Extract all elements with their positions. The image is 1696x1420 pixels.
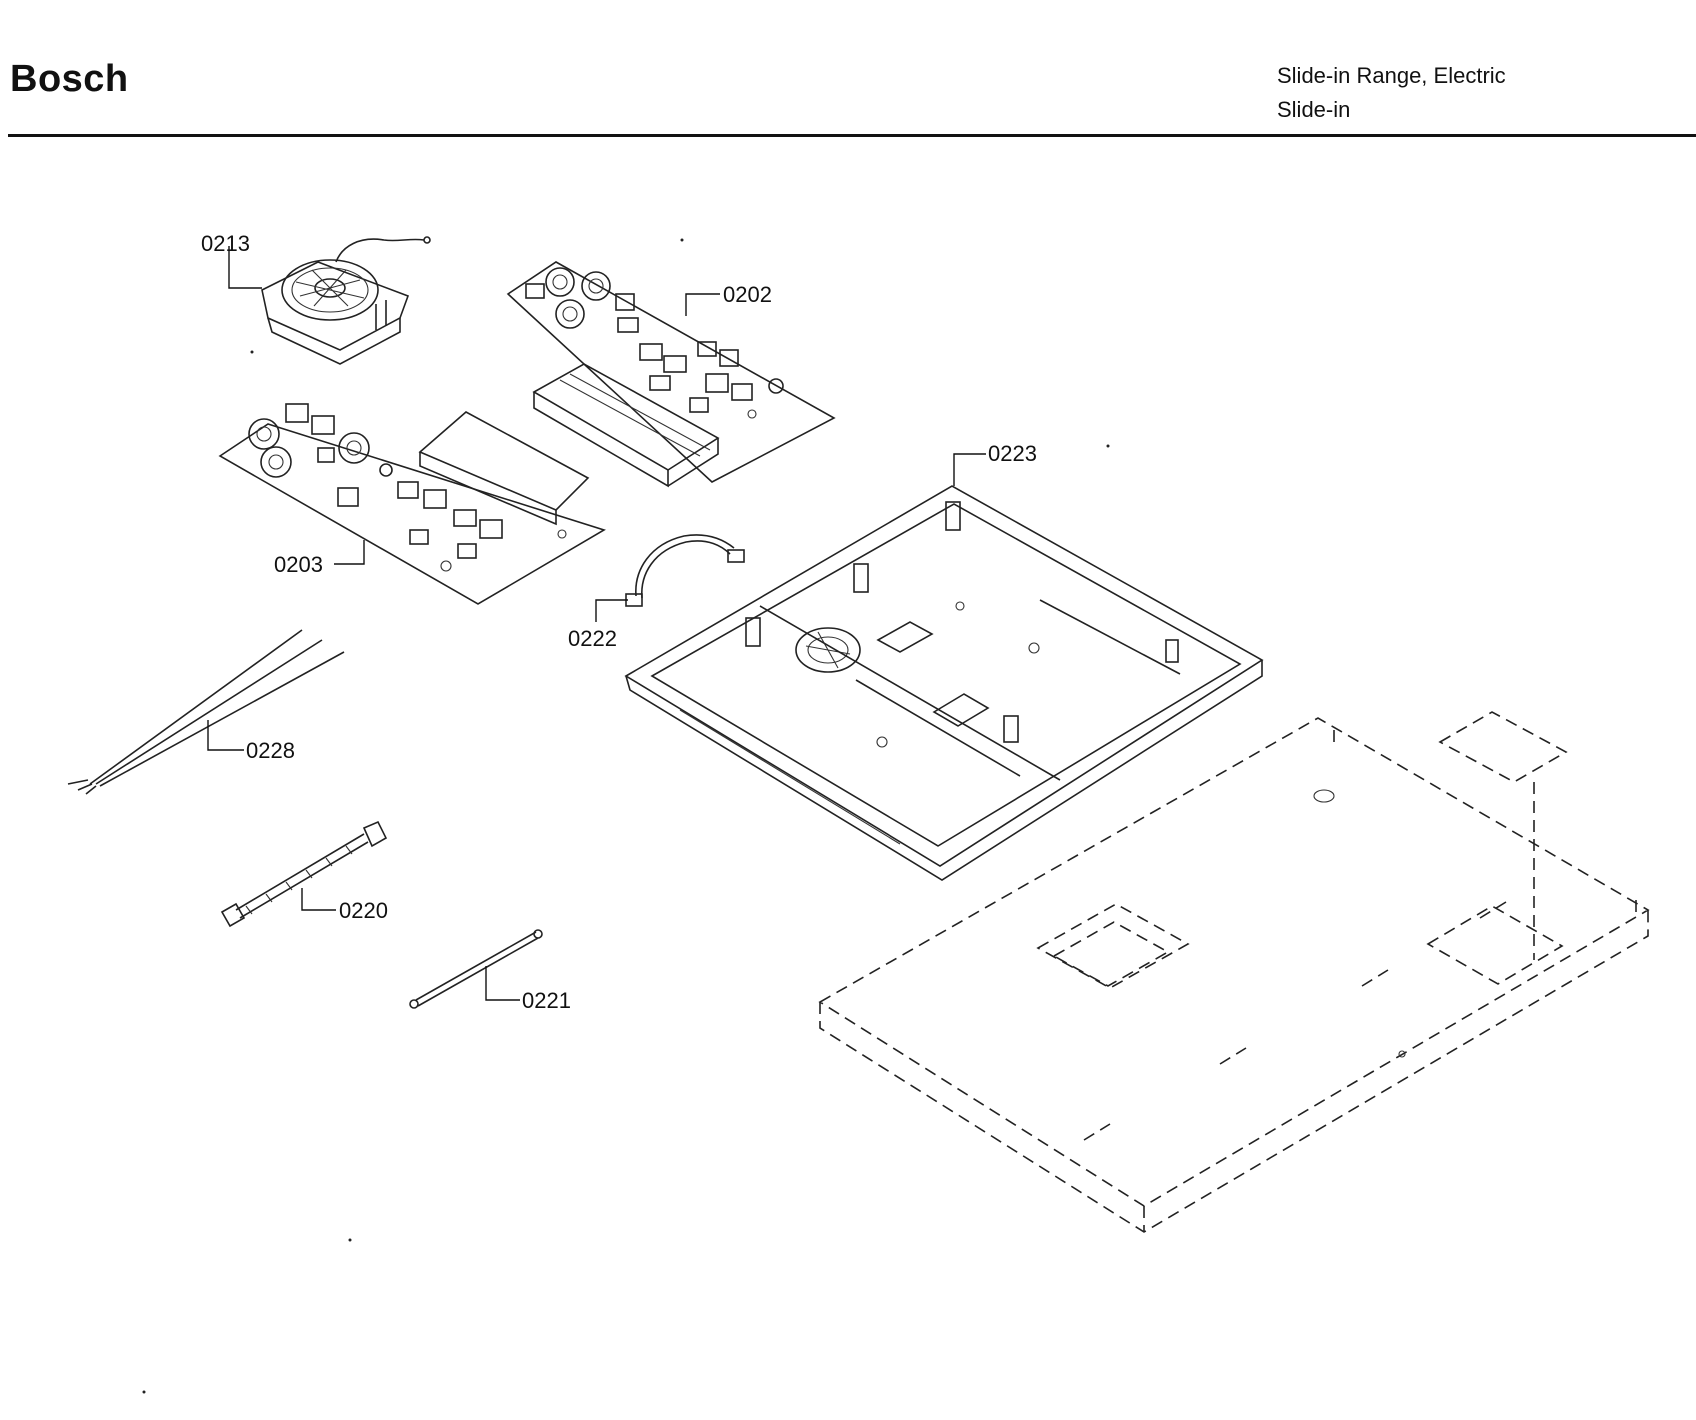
speck — [680, 238, 684, 242]
part-ribbon-cable[interactable] — [220, 820, 388, 928]
leader-0222 — [595, 599, 628, 622]
leader-0213 — [228, 246, 262, 289]
part-fan[interactable] — [261, 236, 431, 365]
part-wire-bundle[interactable] — [67, 629, 345, 795]
part-base-pan[interactable] — [818, 711, 1650, 1233]
leader-0223 — [953, 453, 986, 486]
speck — [142, 1390, 146, 1394]
part-housing-tray[interactable] — [624, 485, 1264, 881]
part-label-0223[interactable]: 0223 — [988, 441, 1037, 466]
leader-0203 — [334, 540, 365, 565]
part-control-board-lower[interactable] — [218, 403, 606, 605]
speck — [1106, 444, 1110, 448]
product-subtype: Slide-in — [1277, 97, 1351, 122]
part-cable-tie[interactable] — [409, 929, 543, 1009]
part-label-0213[interactable]: 0213 — [201, 231, 250, 256]
brand-title: Bosch — [10, 58, 129, 100]
product-type: Slide-in Range, Electric — [1277, 63, 1506, 88]
leader-0228 — [207, 720, 244, 751]
part-short-harness[interactable] — [625, 534, 745, 607]
header-divider — [8, 134, 1696, 137]
part-label-0228[interactable]: 0228 — [246, 738, 295, 763]
leader-0220 — [301, 888, 336, 911]
part-control-board-upper[interactable] — [506, 261, 836, 488]
part-label-0203[interactable]: 0203 — [274, 552, 323, 577]
speck — [250, 350, 254, 354]
part-label-0202[interactable]: 0202 — [723, 282, 772, 307]
speck — [348, 1238, 352, 1242]
part-label-0221[interactable]: 0221 — [522, 988, 571, 1013]
part-label-0220[interactable]: 0220 — [339, 898, 388, 923]
part-label-0222[interactable]: 0222 — [568, 626, 617, 651]
leader-0202 — [685, 293, 720, 316]
leader-0221 — [485, 966, 520, 1001]
